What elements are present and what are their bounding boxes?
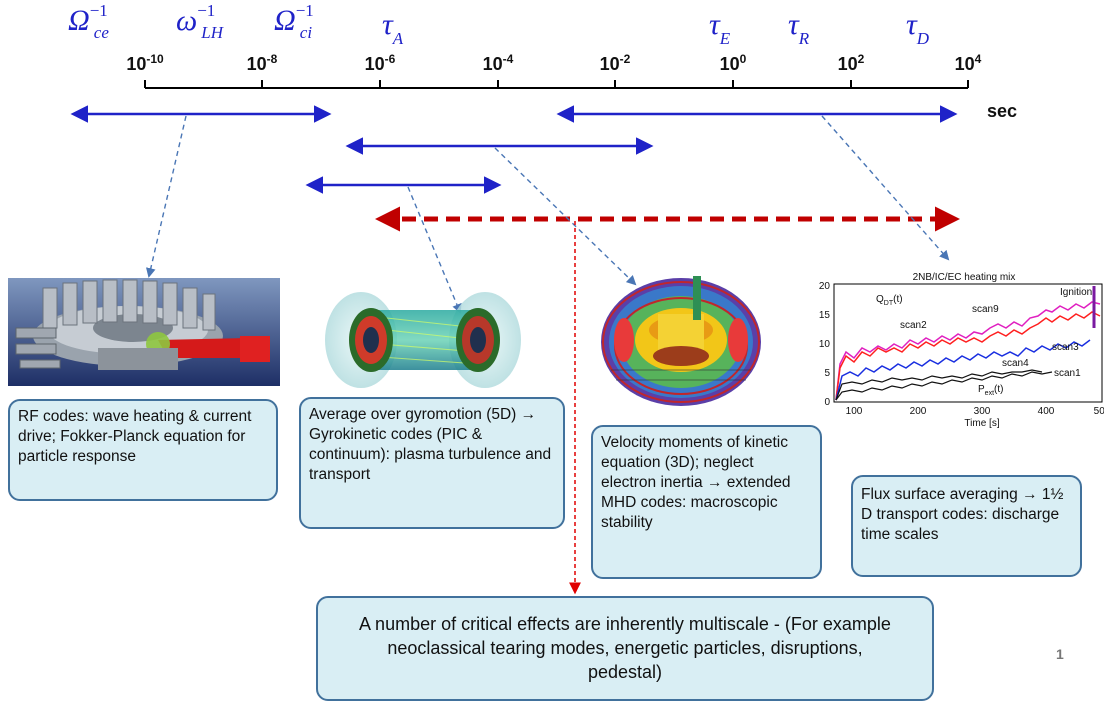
- ignition-label: Ignition: [1060, 287, 1092, 298]
- x-tick-label: 200: [910, 406, 927, 417]
- transport-codes-text: Flux surface averaging → 1½ D transport …: [861, 486, 1064, 543]
- scan2-line: [835, 311, 1101, 401]
- time-axis: [144, 80, 969, 89]
- omega-lh-symbol: ω−1LH: [176, 1, 224, 42]
- rf-codes-box: RF codes: wave heating & current drive; …: [8, 399, 278, 501]
- transport-link-line: [821, 115, 950, 261]
- omega-ce-symbol: Ω−1ce: [68, 1, 109, 42]
- series-label: scan1: [1054, 368, 1081, 379]
- series-label: scan3: [1052, 342, 1079, 353]
- gyrokinetic-codes-box: Average over gyromotion (5D) → Gyrokinet…: [299, 397, 565, 529]
- omega-ci-symbol: Ω−1ci: [274, 1, 314, 42]
- mhd-codes-box: Velocity moments of kinetic equation (3D…: [591, 425, 822, 579]
- pext-label: Pext(t): [978, 384, 1003, 397]
- inset-x-label: Time [s]: [964, 418, 999, 429]
- tick-label: 102: [837, 52, 865, 74]
- mhd-codes-text: Velocity moments of kinetic equation (3D…: [601, 434, 791, 531]
- tokamak-rf-image: [8, 278, 280, 386]
- x-tick-label: 400: [1038, 406, 1055, 417]
- rf-link-line: [145, 115, 187, 278]
- multiscale-text: A number of critical effects are inheren…: [359, 614, 891, 682]
- gyrokinetic-image: [323, 288, 523, 393]
- mhd-link-line: [494, 147, 637, 286]
- x-tick-label: 100: [846, 406, 863, 417]
- y-tick-label: 20: [819, 281, 831, 292]
- series-label: scan2: [900, 320, 927, 331]
- tick-label: 10-2: [599, 52, 631, 74]
- slide-number: 1: [1056, 646, 1064, 662]
- axis-unit-label: sec: [987, 101, 1018, 121]
- heating-mix-chart: 2NB/IC/EC heating mix 0 5 10 15 20 100 2…: [812, 268, 1104, 433]
- tick-label: 10-6: [364, 52, 396, 74]
- x-tick-label: 300: [974, 406, 991, 417]
- y-tick-label: 15: [819, 310, 831, 321]
- y-tick-label: 5: [824, 368, 830, 379]
- gyro-link-line: [407, 186, 462, 314]
- scan3-line: [835, 339, 1091, 401]
- tau-d-symbol: τD: [906, 8, 930, 48]
- scan1-line: [835, 371, 1053, 401]
- tau-a-symbol: τA: [382, 8, 404, 48]
- scan9-line: [835, 301, 1101, 401]
- qdt-label: QDT(t): [876, 294, 903, 307]
- series-label: scan4: [1002, 358, 1029, 369]
- tick-label: 10-4: [482, 52, 514, 74]
- multiscale-box: A number of critical effects are inheren…: [316, 596, 934, 701]
- scan4-line: [835, 369, 1043, 401]
- y-tick-label: 0: [824, 397, 830, 408]
- gyrokinetic-codes-text: Average over gyromotion (5D) → Gyrokinet…: [309, 406, 552, 483]
- mhd-torus-image: [596, 270, 766, 412]
- tick-label: 100: [719, 52, 747, 74]
- x-tick-label: 500: [1094, 406, 1104, 417]
- transport-codes-box: Flux surface averaging → 1½ D transport …: [851, 475, 1082, 577]
- series-label: scan9: [972, 304, 999, 315]
- tick-label: 10-10: [126, 52, 164, 74]
- tau-r-symbol: τR: [788, 8, 810, 48]
- y-tick-label: 10: [819, 339, 831, 350]
- tick-label: 104: [954, 52, 982, 74]
- tau-e-symbol: τE: [709, 8, 731, 48]
- tick-label: 10-8: [246, 52, 278, 74]
- rf-codes-text: RF codes: wave heating & current drive; …: [18, 408, 252, 465]
- inset-chart-title: 2NB/IC/EC heating mix: [913, 272, 1016, 283]
